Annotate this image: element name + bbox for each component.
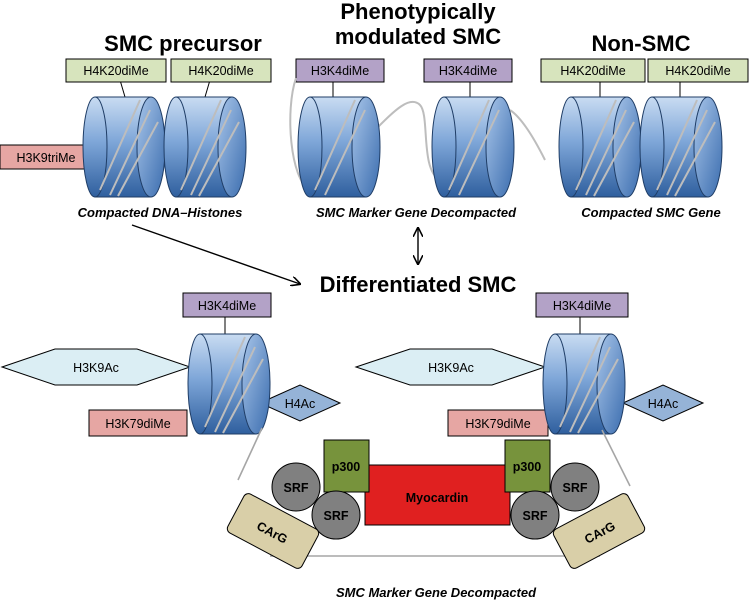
nucleosome-precursor-2 — [163, 96, 247, 198]
carg-right: CArG — [552, 493, 646, 569]
svg-text:H3K4diMe: H3K4diMe — [553, 299, 611, 313]
srf-left-1: SRF — [271, 462, 321, 512]
arrow-precursor-to-differentiated — [131, 224, 300, 284]
title-smc-precursor: SMC precursor — [104, 31, 262, 56]
nucleosome-nonsmc-1 — [558, 96, 642, 198]
svg-text:H4Ac: H4Ac — [648, 397, 679, 411]
mark-h3k4dime-left: H3K4diMe — [182, 292, 272, 334]
myocardin-block: Myocardin — [364, 464, 511, 526]
srf-right-1: SRF — [550, 462, 600, 512]
title-modulated-smc: modulated SMC — [335, 24, 501, 49]
svg-text:SRF: SRF — [324, 509, 349, 523]
mark-h4k20dime-1: H4K20diMe — [65, 58, 167, 98]
mark-h3k4dime-top-1: H3K4diMe — [295, 58, 385, 97]
nucleosome-modulated-2 — [431, 96, 515, 198]
svg-text:p300: p300 — [513, 460, 542, 474]
svg-text:SRF: SRF — [523, 509, 548, 523]
title-phenotypically: Phenotypically — [340, 0, 496, 24]
title-non-smc: Non-SMC — [592, 31, 691, 56]
svg-text:H3K4diMe: H3K4diMe — [311, 64, 369, 78]
mark-h3k79dime-left: H3K79diMe — [88, 409, 188, 437]
srf-right-2: SRF — [510, 490, 560, 540]
caption-compacted-dna-histones: Compacted DNA–Histones — [78, 205, 243, 220]
title-differentiated-smc: Differentiated SMC — [320, 272, 517, 297]
svg-text:H4K20diMe: H4K20diMe — [560, 64, 625, 78]
caption-compacted-smc-gene: Compacted SMC Gene — [581, 205, 720, 220]
p300-left: p300 — [323, 439, 370, 493]
svg-text:H4K20diMe: H4K20diMe — [83, 64, 148, 78]
caption-marker-decompacted-bottom: SMC Marker Gene Decompacted — [336, 585, 537, 600]
p300-right: p300 — [504, 439, 551, 493]
mark-h3k4dime-right: H3K4diMe — [535, 292, 629, 334]
nucleosome-modulated-1 — [297, 96, 381, 198]
svg-text:H3K9Ac: H3K9Ac — [428, 361, 474, 375]
carg-left: CArG — [226, 493, 320, 569]
svg-text:H3K9triMe: H3K9triMe — [16, 151, 75, 165]
dna-loop-bottom — [237, 427, 631, 557]
svg-text:H3K9Ac: H3K9Ac — [73, 361, 119, 375]
svg-text:SRF: SRF — [563, 481, 588, 495]
mark-h4k20dime-3: H4K20diMe — [540, 58, 646, 97]
svg-text:SRF: SRF — [284, 481, 309, 495]
mark-h4ac-left: H4Ac — [258, 384, 342, 422]
mark-h3k9ac-right: H3K9Ac — [354, 348, 547, 386]
nucleosome-precursor-1 — [82, 96, 166, 198]
caption-marker-decompacted-top: SMC Marker Gene Decompacted — [316, 205, 517, 220]
svg-text:H4K20diMe: H4K20diMe — [665, 64, 730, 78]
mark-h4k20dime-4: H4K20diMe — [647, 58, 749, 97]
nucleosome-differentiated-right — [542, 333, 626, 435]
svg-text:Myocardin: Myocardin — [406, 491, 469, 505]
nucleosome-nonsmc-2 — [639, 96, 723, 198]
svg-text:H3K79diMe: H3K79diMe — [105, 417, 170, 431]
mark-h3k9ac-left: H3K9Ac — [0, 348, 192, 386]
svg-text:H3K79diMe: H3K79diMe — [465, 417, 530, 431]
svg-text:p300: p300 — [332, 460, 361, 474]
mark-h4ac-right: H4Ac — [621, 384, 705, 422]
svg-text:H3K4diMe: H3K4diMe — [198, 299, 256, 313]
svg-text:H4Ac: H4Ac — [285, 397, 316, 411]
svg-text:H4K20diMe: H4K20diMe — [188, 64, 253, 78]
svg-text:H3K4diMe: H3K4diMe — [439, 64, 497, 78]
mark-h4k20dime-2: H4K20diMe — [170, 58, 272, 98]
srf-left-2: SRF — [311, 490, 361, 540]
mark-h3k79dime-right: H3K79diMe — [447, 409, 549, 437]
nucleosome-differentiated-left — [187, 333, 271, 435]
mark-h3k4dime-top-2: H3K4diMe — [423, 58, 513, 97]
